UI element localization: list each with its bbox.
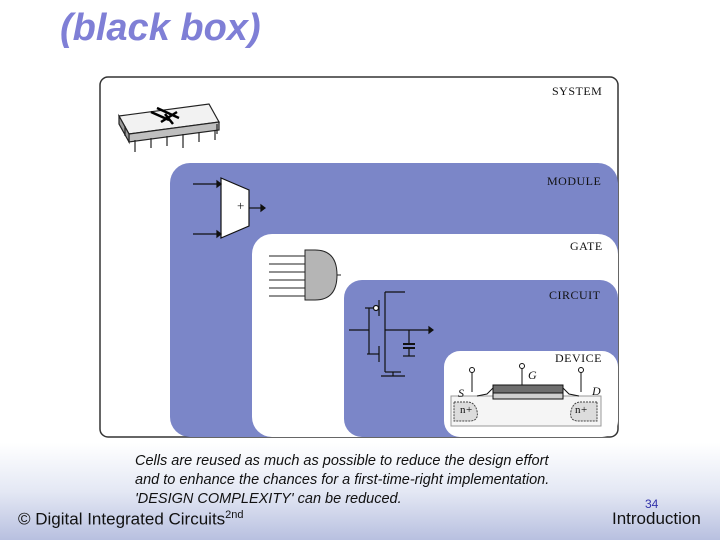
- label-circuit: CIRCUIT: [549, 288, 601, 302]
- device-label-n-right: n+: [575, 404, 588, 416]
- label-module: MODULE: [547, 174, 602, 188]
- hierarchy-diagram: SYSTEM MODULE GATE CIRCUIT DEVICE + S G …: [99, 76, 619, 438]
- caption-line-2: and to enhance the chances for a first-t…: [135, 472, 550, 488]
- device-label-gate: G: [528, 368, 538, 382]
- label-system: SYSTEM: [552, 84, 603, 98]
- device-label-source: S: [458, 386, 465, 400]
- title-text: (black box): [60, 7, 261, 49]
- caption-text: Cells are reused as much as possible to …: [135, 452, 605, 509]
- inverter-circuit-symbol: [349, 291, 434, 377]
- device-label-drain: D: [592, 384, 602, 398]
- chip-package-icon: [118, 103, 220, 152]
- device-label-n-left: n+: [460, 404, 473, 416]
- slide-title: g (black box): [60, 0, 261, 53]
- edition-superscript: 2nd: [225, 509, 244, 521]
- hierarchy-drawing: [99, 76, 619, 438]
- caption-line-1: Cells are reused as much as possible to …: [135, 453, 549, 469]
- footer-section: Introduction: [612, 509, 701, 528]
- adder-symbol: [193, 177, 266, 239]
- label-gate: GATE: [570, 239, 603, 253]
- caption-line-3: 'DESIGN COMPLEXITY' can be reduced.: [135, 491, 402, 507]
- copyright-text: © Digital Integrated Circuits: [18, 509, 226, 529]
- adder-sign: +: [237, 198, 245, 213]
- footer-copyright: © Digital Integrated Circuits2nd: [18, 509, 244, 530]
- mosfet-cross-section: [450, 363, 602, 427]
- page-number: 34: [645, 497, 659, 511]
- label-device: DEVICE: [555, 351, 602, 365]
- nand-gate-symbol: [269, 249, 341, 301]
